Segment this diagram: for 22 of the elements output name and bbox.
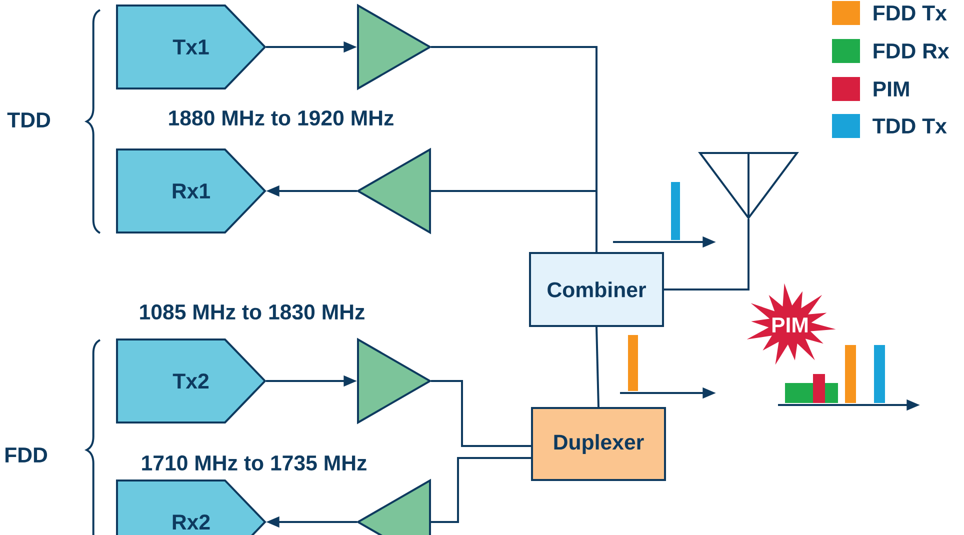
group-label: FDD [6,448,48,462]
frequency-label: 1710 MHz to 1735 MHz [142,455,366,471]
combiner-box: Combiner [529,252,664,327]
antenna-symbol [699,152,799,219]
legend-label: PIM [874,82,909,96]
connector [431,190,598,252]
signal-block: Rx2 [116,480,266,535]
connector [431,457,531,523]
signal-block: Rx1 [116,148,266,234]
starburst: PIM [746,283,836,365]
group-label: TDD [7,112,50,128]
legend-label: FDD Rx [874,44,950,58]
frequency-label: 1880 MHz to 1920 MHz [169,110,394,126]
legend-label: FDD Tx [874,6,947,20]
legend-label: TDD Tx [872,118,947,134]
connector [596,326,600,408]
signal-block: Tx2 [116,338,266,424]
duplexer-box: Duplexer [531,407,666,481]
connector [664,219,750,290]
frequency-label: 1085 MHz to 1830 MHz [140,304,364,320]
signal-block: Tx1 [116,4,266,90]
connector [431,380,531,447]
